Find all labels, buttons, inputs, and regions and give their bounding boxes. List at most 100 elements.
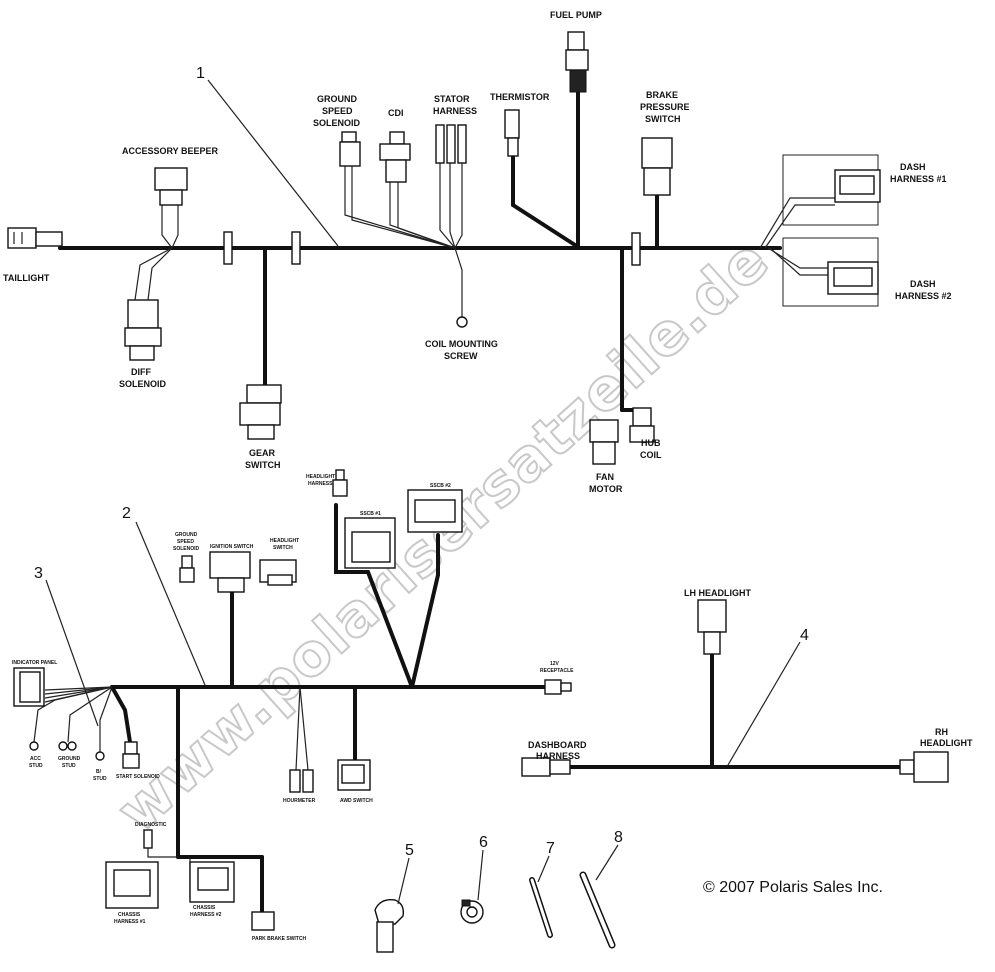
rh-headlight-connector [899, 751, 949, 783]
diagnostic-connector [143, 829, 153, 849]
ignition-switch-label: IGNITION SWITCH [210, 544, 254, 550]
thermistor-label: THERMISTOR [490, 92, 550, 102]
lh-headlight-connector [697, 599, 727, 655]
fan-label-2: MOTOR [589, 484, 623, 494]
receptacle-connector [544, 679, 572, 695]
hourmeter-label: HOURMETER [283, 798, 316, 804]
callout-8: 8 [614, 829, 623, 846]
sscb1-label: SSCB #1 [360, 511, 381, 517]
park-brake-label: PARK BRAKE SWITCH [252, 936, 306, 942]
receptacle-label-2: RECEPTACLE [540, 668, 574, 674]
callout-6: 6 [479, 834, 488, 851]
gss-small-label-1: GROUND [175, 532, 198, 538]
start-solenoid-label: START SOLENOID [116, 774, 160, 780]
callout-3-leader [45, 579, 99, 727]
dash2-label-b: HARNESS #2 [895, 291, 952, 301]
ground-speed-solenoid-connector [339, 131, 361, 167]
gss-small-label-2: SPEED [177, 539, 194, 545]
cdi-connector [379, 131, 411, 183]
sscb2-label: SSCB #2 [430, 483, 451, 489]
headlight-harness-label-1: HEADLIGHT [306, 474, 335, 480]
gss-small-label-3: SOLENOID [173, 546, 200, 552]
callout-1: 1 [196, 65, 205, 82]
stator-label-1: STATOR [434, 94, 470, 104]
ground-stud-label-1: GROUND [58, 756, 81, 762]
b-stud-label-1: B/ [96, 769, 102, 775]
fan-label-1: FAN [596, 472, 614, 482]
indicator-panel-label: INDICATOR PANEL [12, 660, 57, 666]
stator-harness-connector [435, 124, 467, 164]
receptacle-label-1: 12V [550, 661, 560, 667]
headlight-harness-connector [332, 469, 348, 497]
dash-harness-2-connector [827, 261, 879, 295]
callout-1-leader [207, 79, 339, 247]
part-7-cable-tie [529, 877, 553, 938]
brake-pressure-switch-connector [641, 137, 673, 196]
dashboard-harness-label-1: DASHBOARD [528, 740, 587, 750]
acc-stud-terminal [29, 741, 39, 751]
dash-harness-1-connector [834, 169, 881, 203]
hub-label-1: HUB [641, 438, 661, 448]
brake-label-1: BRAKE [646, 90, 678, 100]
rh-headlight-label-1: RH [935, 727, 948, 737]
dashboard-harness-connector [521, 757, 571, 777]
cdi-label: CDI [388, 108, 404, 118]
coil-label-1: COIL MOUNTING [425, 339, 498, 349]
headlight-switch-label-1: HEADLIGHT [270, 538, 299, 544]
accessory-beeper-label: ACCESSORY BEEPER [122, 146, 219, 156]
gear-label-2: SWITCH [245, 460, 281, 470]
part-5-grommet [374, 899, 405, 953]
stator-label-2: HARNESS [433, 106, 477, 116]
fan-motor-connector [589, 419, 619, 465]
diff-label-1: DIFF [131, 367, 151, 377]
part-8-cable-tie [579, 871, 616, 949]
chassis-harness-1-connector [105, 861, 159, 909]
chassis-harness-2-connector [189, 861, 235, 903]
thermistor-connector [504, 109, 520, 157]
coil-label-2: SCREW [444, 351, 478, 361]
harness-2 [13, 469, 572, 931]
chassis1-label-b: HARNESS #1 [114, 919, 146, 925]
awd-switch-label: AWD SWITCH [340, 798, 373, 804]
b-stud-label-2: STUD [93, 776, 107, 782]
callout-4-leader [727, 641, 801, 766]
part-6-clip [460, 899, 484, 924]
diff-solenoid-connector [124, 299, 162, 361]
gear-switch-connector [239, 384, 282, 440]
indicator-panel-connector [13, 667, 45, 707]
callout-5-leader [397, 857, 410, 905]
ignition-switch-connector [209, 551, 251, 593]
brake-label-3: SWITCH [645, 114, 681, 124]
inline-plug [631, 232, 641, 266]
b-stud-terminal [95, 751, 105, 761]
start-solenoid-connector [122, 741, 140, 769]
dash2-label-a: DASH [910, 279, 936, 289]
sscb-1-connector [344, 517, 396, 569]
inline-plug [291, 231, 301, 265]
taillight-connector [7, 227, 63, 249]
hub-label-2: COIL [640, 450, 662, 460]
gss-label-1: GROUND [317, 94, 357, 104]
headlight-harness-label-2: HARNESS [308, 481, 333, 487]
accessory-beeper-connector [154, 167, 188, 206]
brake-label-2: PRESSURE [640, 102, 690, 112]
taillight-label: TAILLIGHT [3, 273, 50, 283]
small-ground-speed-solenoid [179, 555, 195, 583]
watermark-text: www.polarisersatzeile.de [104, 226, 782, 846]
callout-2: 2 [122, 505, 131, 522]
hub-coil-connector [629, 407, 655, 443]
callout-3: 3 [34, 565, 43, 582]
gss-label-2: SPEED [322, 106, 353, 116]
acc-stud-label-1: ACC [30, 756, 41, 762]
gss-label-3: SOLENOID [313, 118, 361, 128]
dash1-label-b: HARNESS #1 [890, 174, 947, 184]
park-brake-switch-connector [251, 911, 275, 931]
headlight-switch-connector [259, 559, 297, 586]
diff-label-2: SOLENOID [119, 379, 167, 389]
chassis1-label-a: CHASSIS [118, 912, 141, 918]
ground-stud-terminal [67, 741, 77, 751]
inline-plug [223, 231, 233, 265]
rh-headlight-label-2: HEADLIGHT [920, 738, 973, 748]
callout-7: 7 [546, 840, 555, 857]
